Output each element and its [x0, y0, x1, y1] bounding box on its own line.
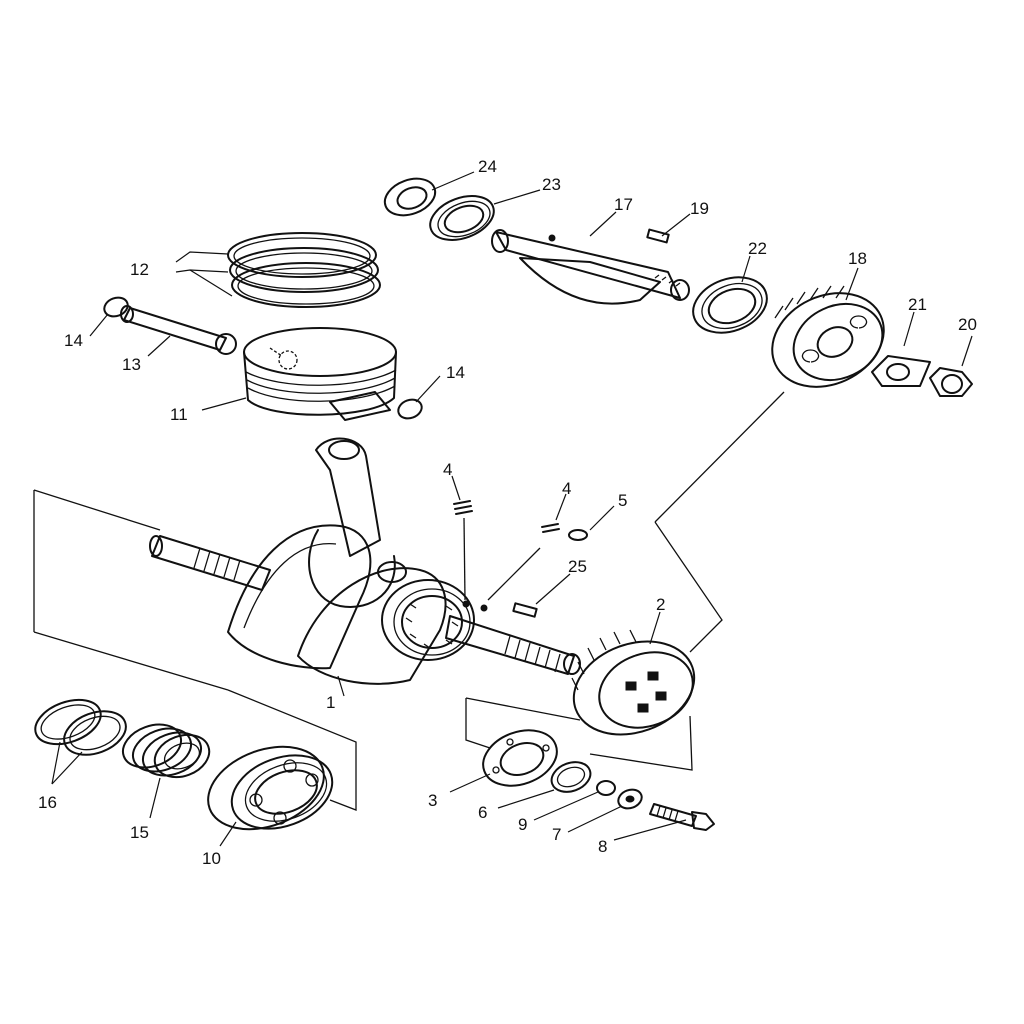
callout-20: 20	[958, 315, 977, 334]
callout-22: 22	[748, 239, 767, 258]
callout-11: 11	[170, 405, 188, 424]
part-3-plate	[482, 729, 558, 787]
callout-19: 19	[690, 199, 709, 218]
callout-21: 21	[908, 295, 927, 314]
part-23-bearing	[429, 195, 495, 241]
part-2-gear	[571, 629, 696, 736]
callout-24: 24	[478, 157, 497, 176]
callout-14-left: 14	[64, 331, 83, 350]
part-14-clip-left	[103, 296, 129, 318]
callout-2: 2	[656, 595, 665, 614]
part-16-snap-rings	[34, 698, 127, 756]
part-10-main-bearing	[207, 745, 334, 831]
part-12-piston-rings	[227, 232, 381, 308]
callout-23: 23	[542, 175, 561, 194]
part-17-balancer-shaft	[491, 229, 690, 305]
part-15-roller-set	[121, 723, 211, 779]
callout-6: 6	[478, 803, 487, 822]
callout-8: 8	[598, 837, 607, 856]
callout-15: 15	[130, 823, 149, 842]
part-13-piston-pin	[120, 305, 237, 355]
part-4-spring-lower	[541, 523, 560, 533]
assembly-frame-lines	[33, 391, 785, 811]
part-18-balancer-gear	[771, 285, 885, 388]
callout-18: 18	[848, 249, 867, 268]
callout-4-lower: 4	[562, 479, 571, 498]
part-22-bearing	[692, 276, 768, 334]
part-7-washer	[617, 788, 643, 810]
callout-25: 25	[568, 557, 587, 576]
part-11-piston	[243, 327, 397, 421]
part-9-o-ring	[596, 780, 616, 796]
part-20-nut	[929, 367, 973, 397]
callout-14-right: 14	[446, 363, 465, 382]
part-25-key	[512, 602, 538, 618]
callout-12: 12	[130, 260, 149, 279]
callout-7: 7	[552, 825, 561, 844]
part-1-crankshaft	[149, 437, 581, 685]
part-5-pin	[568, 529, 588, 541]
part-4-spring-upper	[453, 500, 473, 515]
callout-3: 3	[428, 791, 437, 810]
part-8-bolt	[649, 803, 715, 831]
part-24-oil-seal	[383, 177, 437, 217]
callout-13: 13	[122, 355, 141, 374]
callout-4-upper: 4	[443, 460, 452, 479]
callout-9: 9	[518, 815, 527, 834]
leader-lines	[51, 171, 973, 847]
callout-10: 10	[202, 849, 221, 868]
callout-16: 16	[38, 793, 57, 812]
callout-17: 17	[614, 195, 633, 214]
callout-1: 1	[326, 693, 335, 712]
part-6-circlip	[550, 761, 592, 793]
callout-5: 5	[618, 491, 627, 510]
callout-labels: 24 23 17 19 22 18 21 20 12 14 13 14 11 4…	[38, 157, 977, 868]
part-14-clip-right	[397, 398, 423, 420]
part-19-key	[646, 228, 670, 244]
part-21-lock-washer	[871, 355, 931, 387]
